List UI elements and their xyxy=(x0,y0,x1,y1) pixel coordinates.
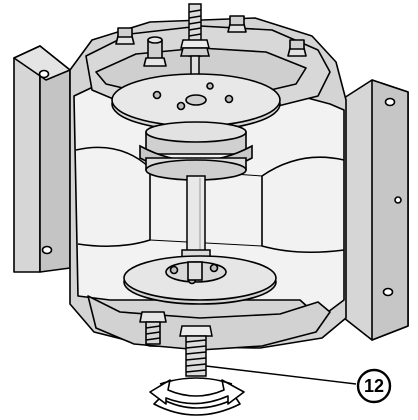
callout-badge: 12 xyxy=(356,368,392,404)
rotation-arrow-icon xyxy=(149,377,245,416)
callout-leader-line xyxy=(205,365,357,385)
bottom-cover xyxy=(87,295,331,351)
callout-label: 12 xyxy=(364,376,384,396)
top-piston xyxy=(111,73,281,181)
bottom-piston xyxy=(123,255,277,305)
top-adjusting-screw xyxy=(180,3,210,91)
bottom-adjusting-screw xyxy=(179,325,213,377)
callout-circle-icon xyxy=(356,368,392,404)
right-flange xyxy=(343,79,409,341)
left-flange xyxy=(13,45,71,273)
